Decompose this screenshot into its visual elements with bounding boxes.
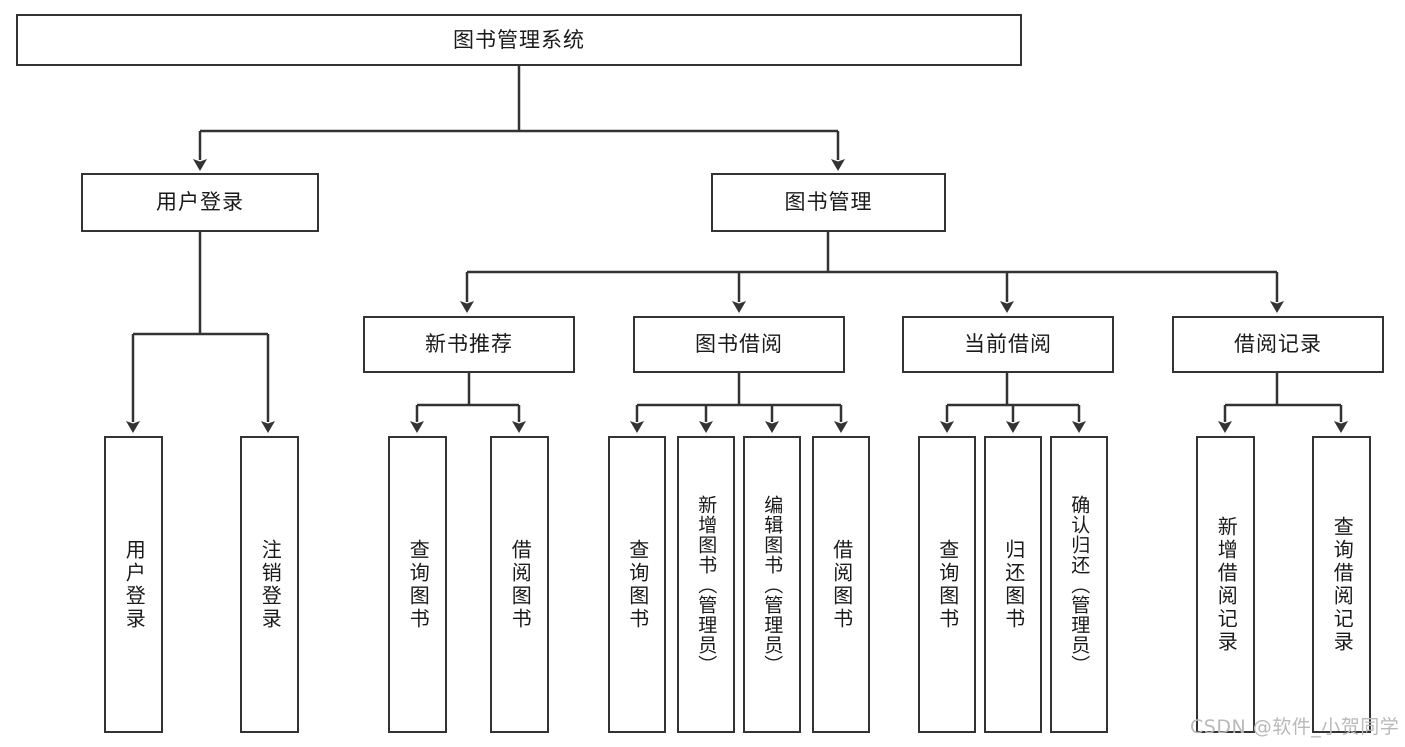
node-label: 新增图书（管理员）	[695, 494, 718, 675]
node-new-book-recommend[interactable]: 新书推荐	[363, 316, 575, 373]
node-label: 确认归还（管理员）	[1068, 494, 1091, 675]
node-label: 用户登录	[156, 190, 244, 215]
node-label: 编辑图书（管理员）	[761, 494, 784, 675]
node-leaf-borrow-book[interactable]: 借阅图书	[812, 436, 870, 733]
node-label: 用户登录	[122, 538, 147, 631]
csdn-watermark: CSDN @软件_小贺同学	[1190, 716, 1400, 738]
node-leaf-borrow-book-recommend[interactable]: 借阅图书	[490, 436, 549, 733]
node-label: 借阅记录	[1234, 332, 1322, 357]
node-label: 新增借阅记录	[1214, 515, 1239, 654]
node-leaf-add-book-admin[interactable]: 新增图书（管理员）	[677, 436, 735, 733]
node-leaf-add-borrow-record[interactable]: 新增借阅记录	[1196, 436, 1255, 733]
node-leaf-edit-book-admin[interactable]: 编辑图书（管理员）	[743, 436, 801, 733]
node-borrow-record[interactable]: 借阅记录	[1172, 316, 1384, 373]
connector-newbook-to-leaves	[410, 373, 526, 433]
node-label: 图书借阅	[695, 332, 783, 357]
node-user-login[interactable]: 用户登录	[81, 173, 319, 232]
connector-borrowrecord-to-leaves	[1218, 373, 1348, 433]
node-leaf-user-login[interactable]: 用户登录	[104, 436, 163, 733]
node-label: 注销登录	[258, 538, 283, 631]
node-label: 借阅图书	[508, 538, 533, 631]
node-book-management-system[interactable]: 图书管理系统	[16, 14, 1022, 66]
node-label: 查询图书	[625, 538, 650, 631]
node-label: 新书推荐	[425, 332, 513, 357]
node-leaf-return-book[interactable]: 归还图书	[984, 436, 1042, 733]
node-label: 当前借阅	[964, 332, 1052, 357]
node-book-borrow[interactable]: 图书借阅	[633, 316, 845, 373]
node-current-borrow[interactable]: 当前借阅	[902, 316, 1114, 373]
node-leaf-query-book-borrow[interactable]: 查询图书	[608, 436, 666, 733]
node-label: 图书管理	[784, 190, 873, 215]
node-book-management[interactable]: 图书管理	[711, 173, 946, 232]
node-leaf-query-book-recommend[interactable]: 查询图书	[388, 436, 447, 733]
node-label: 归还图书	[1001, 538, 1026, 631]
connector-bookmgmt-to-level3	[460, 232, 1284, 313]
node-leaf-logout[interactable]: 注销登录	[240, 436, 299, 733]
node-label: 图书管理系统	[453, 27, 585, 52]
node-label: 查询借阅记录	[1330, 515, 1355, 654]
connector-userlogin-to-leaves	[126, 232, 275, 433]
node-leaf-confirm-return-admin[interactable]: 确认归还（管理员）	[1050, 436, 1108, 733]
node-label: 查询图书	[406, 538, 431, 631]
connector-currentborrow-to-leaves	[940, 373, 1086, 433]
node-label: 查询图书	[935, 538, 960, 631]
node-leaf-query-book-current[interactable]: 查询图书	[918, 436, 976, 733]
node-label: 借阅图书	[829, 538, 854, 631]
connector-bookborrow-to-leaves	[630, 373, 848, 433]
node-leaf-query-borrow-record[interactable]: 查询借阅记录	[1312, 436, 1371, 733]
connector-root-to-level2	[193, 66, 845, 171]
